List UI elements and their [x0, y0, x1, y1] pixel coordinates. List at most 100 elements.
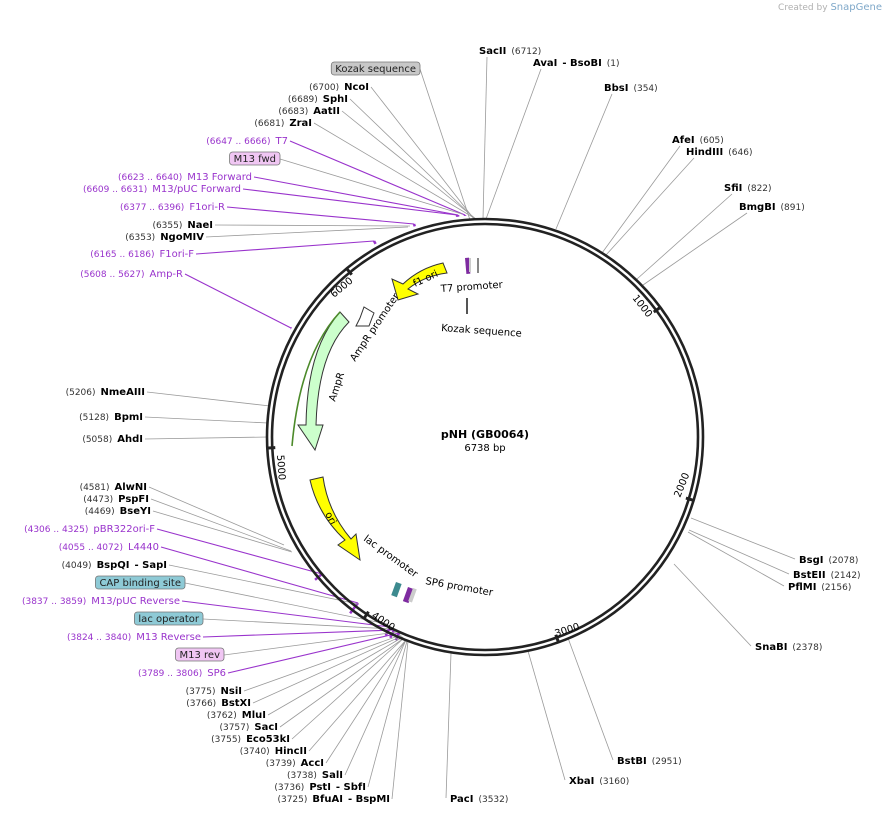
leader-line: [688, 529, 790, 575]
label-saci[interactable]: (3757)SacI: [219, 722, 278, 733]
label-m13-rev[interactable]: M13 rev: [175, 647, 225, 662]
label-psti-sbfi[interactable]: (3736)PstI- SbfI: [274, 782, 366, 793]
label-bspqi-sapi[interactable]: (4049)BspQI- SapI: [62, 560, 167, 571]
label-afei[interactable]: AfeI(605): [672, 135, 724, 146]
label-avai-bsobi[interactable]: AvaI- BsoBI(1): [533, 58, 620, 69]
label-part-first: PacI: [450, 794, 473, 805]
label-part: AccI: [301, 758, 324, 769]
label-part: (3160): [599, 777, 629, 787]
label-part-first: XbaI: [569, 776, 594, 787]
label-pspfi[interactable]: (4473)PspFI: [83, 494, 149, 505]
label-sp6[interactable]: (3789 .. 3806)SP6: [138, 668, 226, 679]
leader-line: [690, 517, 796, 560]
label-sali[interactable]: (3738) SalI: [287, 770, 343, 781]
label-alwni[interactable]: (4581)AlwNI: [80, 482, 147, 493]
label-bseyi[interactable]: (4469)BseYI: [85, 506, 151, 517]
label-bfuai-bspmi[interactable]: (3725)BfuAI- BspMI: [277, 794, 390, 805]
label-part: T7: [275, 136, 288, 147]
site-labels: Kozak sequence (6700)NcoI(6689)SphI(6683)…: [22, 46, 861, 805]
tick-label-3000: 3000: [554, 622, 582, 640]
label-bbsi[interactable]: BbsI(354): [604, 83, 658, 94]
label-m13-fwd[interactable]: M13 fwd: [229, 151, 281, 166]
label-ngomiv[interactable]: (6353)NgoMIV: [125, 232, 204, 243]
label-mlui[interactable]: (3762)MluI: [207, 710, 266, 721]
label-t7[interactable]: (6647 .. 6666)T7: [206, 136, 288, 147]
leader-line: [279, 158, 463, 215]
feature-ampr-promoter[interactable]: [355, 306, 375, 327]
tick-6000: [344, 266, 353, 276]
label-nmeaiii[interactable]: (5206)NmeAIII: [66, 387, 145, 398]
label-bpmi[interactable]: (5128)BpmI: [79, 412, 143, 423]
label-m13-forward[interactable]: (6623 .. 6640)M13 Forward: [118, 172, 252, 183]
label-kozak-sequence[interactable]: Kozak sequence: [330, 61, 421, 76]
label-pflmi[interactable]: PflMI(2156): [788, 582, 851, 593]
label-part-first: AfeI: [672, 135, 695, 146]
label-bstbi[interactable]: BstBI(2951): [617, 756, 682, 767]
label-xbai[interactable]: XbaI (3160): [569, 776, 629, 787]
label-bsteii[interactable]: BstEII(2142): [793, 570, 861, 581]
label-sphi[interactable]: (6689)SphI: [288, 94, 348, 105]
ori-label: ori: [322, 510, 338, 527]
label-lac-operator[interactable]: lac operator: [134, 611, 204, 626]
label-snabi[interactable]: SnaBI(2378): [755, 642, 822, 653]
leader-line: [419, 68, 471, 221]
label-part: M13/pUC Reverse: [91, 596, 180, 607]
label-sfii[interactable]: SfiI(822): [724, 183, 772, 194]
label-acci[interactable]: (3739)AccI: [266, 758, 324, 769]
feature-f1-ori[interactable]: f1 ori: [391, 262, 448, 301]
label-part-first: (4469): [85, 507, 115, 517]
feature-ori[interactable]: ori: [309, 476, 361, 562]
label-amp-r[interactable]: (5608 .. 5627)Amp-R: [80, 269, 183, 280]
label-ahdi[interactable]: (5058)AhdI: [82, 434, 143, 445]
label-naei[interactable]: (6355)NaeI: [152, 220, 213, 231]
label-part-first: (3775): [186, 687, 216, 697]
label-part: SalI: [322, 770, 343, 781]
leader-line: [195, 240, 375, 255]
leader-line: [482, 56, 488, 220]
backbone-inner: [270, 222, 700, 652]
label-bsgi[interactable]: BsgI(2078): [799, 555, 858, 566]
ampr-label: AmpR: [327, 371, 347, 403]
label-part: M13 Forward: [187, 172, 252, 183]
label-paci[interactable]: PacI(3532): [450, 794, 508, 805]
label-part: lac operator: [138, 614, 199, 625]
label-cap-binding-site[interactable]: CAP binding site: [95, 575, 186, 590]
label-bmgbi[interactable]: BmgBI(891): [739, 202, 805, 213]
leader-line: [146, 391, 271, 407]
label-part: AatII: [313, 106, 340, 117]
label-ncoi[interactable]: (6700)NcoI: [309, 82, 369, 93]
label-part-first: (3740): [240, 747, 270, 757]
label-part: SacI: [254, 722, 278, 733]
label-part-first: (3738): [287, 771, 317, 781]
label-m13-puc-forward[interactable]: (6609 .. 6631)M13/pUC Forward: [83, 184, 241, 195]
label-l4440[interactable]: (4055 .. 4072)L4440: [59, 542, 159, 553]
leader-line: [202, 629, 395, 638]
label-part: BpmI: [114, 412, 143, 423]
label-nsii[interactable]: (3775)NsiI: [186, 686, 242, 697]
label-bstxi[interactable]: (3766)BstXI: [186, 698, 251, 709]
label-part-first: (3824 .. 3840): [67, 633, 131, 643]
label-part: M13 Reverse: [136, 632, 201, 643]
label-part-first: (3762): [207, 711, 237, 721]
label-m13-puc-reverse[interactable]: (3837 .. 3859)M13/pUC Reverse: [22, 596, 180, 607]
tick-1000: [652, 305, 662, 314]
label-f1ori-r[interactable]: (6377 .. 6396)F1ori-R: [120, 202, 225, 213]
label-part-first: BbsI: [604, 83, 628, 94]
label-pbr322ori-f[interactable]: (4306 .. 4325)pBR322ori-F: [24, 524, 155, 535]
label-f1ori-f[interactable]: (6165 .. 6186)F1ori-F: [90, 249, 194, 260]
label-part-first: BsgI: [799, 555, 823, 566]
label-part: NaeI: [187, 220, 213, 231]
leader-lines: [144, 56, 796, 800]
label-m13-reverse[interactable]: (3824 .. 3840) M13 Reverse: [67, 632, 201, 643]
kozak-map-label: Kozak sequence: [441, 323, 522, 340]
label-zrai[interactable]: (6681)ZraI: [254, 118, 312, 129]
leader-line: [150, 498, 292, 552]
label-eco53ki[interactable]: (3755)Eco53kI: [211, 734, 290, 745]
label-sacii[interactable]: SacII(6712): [479, 46, 541, 57]
label-hincii[interactable]: (3740)HincII: [240, 746, 307, 757]
label-hindiii[interactable]: HindIII(646): [686, 147, 752, 158]
label-part: BspQI: [97, 560, 130, 571]
label-aatii[interactable]: (6683)AatII: [278, 106, 340, 117]
label-part-first: (4581): [80, 483, 110, 493]
snapgene-watermark: Created by SnapGene: [778, 2, 882, 13]
